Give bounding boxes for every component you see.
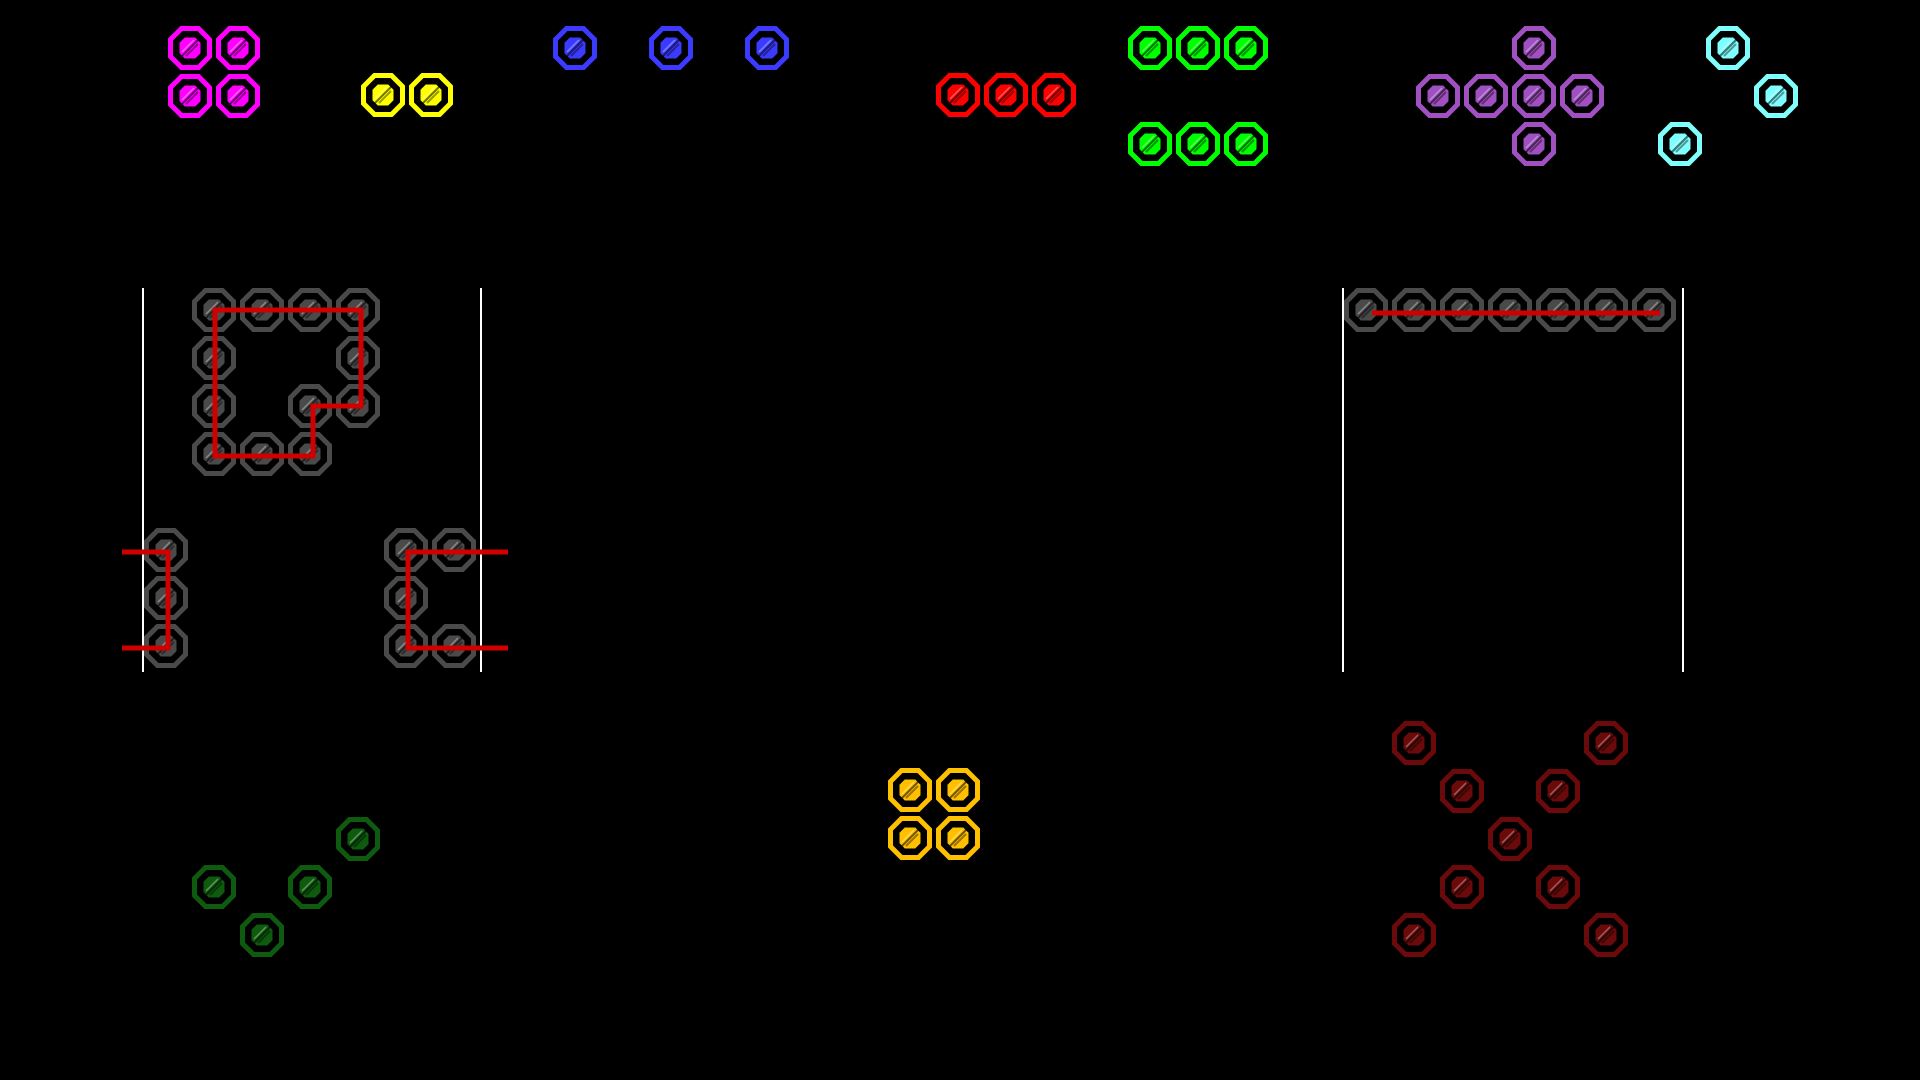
bottom-piece-x-shape[interactable] bbox=[1392, 721, 1628, 957]
piece-cell bbox=[1584, 721, 1628, 765]
tray-piece-square-2x2[interactable] bbox=[168, 26, 260, 118]
piece-cell bbox=[361, 73, 405, 117]
piece-cell bbox=[1512, 122, 1556, 166]
slot-cell bbox=[1344, 288, 1388, 332]
slot-cell bbox=[1584, 288, 1628, 332]
piece-cell bbox=[1512, 74, 1556, 118]
slot-cell bbox=[1392, 288, 1436, 332]
piece-cell bbox=[1754, 74, 1798, 118]
piece-cell bbox=[984, 73, 1028, 117]
piece-cell bbox=[1224, 26, 1268, 70]
slot-cell bbox=[1488, 288, 1532, 332]
tray-piece-spaced-dots[interactable] bbox=[553, 26, 789, 70]
piece-cell bbox=[1512, 26, 1556, 70]
slot-cell bbox=[1536, 288, 1580, 332]
slot-cell bbox=[1440, 288, 1484, 332]
tray-piece-line-3[interactable] bbox=[936, 73, 1076, 117]
bottom-piece-v-shape[interactable] bbox=[192, 817, 380, 957]
piece-cell bbox=[1176, 26, 1220, 70]
slot-cell bbox=[336, 336, 380, 380]
piece-cell bbox=[288, 865, 332, 909]
piece-cell bbox=[1128, 26, 1172, 70]
piece-cell bbox=[216, 26, 260, 70]
bottom-piece-current-square[interactable] bbox=[888, 768, 980, 860]
piece-cell bbox=[936, 73, 980, 117]
piece-cell bbox=[168, 26, 212, 70]
piece-cell bbox=[409, 73, 453, 117]
piece-cell bbox=[649, 26, 693, 70]
piece-cell bbox=[1128, 122, 1172, 166]
right-board-walls bbox=[1342, 288, 1684, 672]
piece-cell bbox=[1488, 817, 1532, 861]
target-outlines-left bbox=[122, 307, 508, 651]
slot-p-shape[interactable] bbox=[192, 288, 380, 476]
piece-cell bbox=[1706, 26, 1750, 70]
piece-cell bbox=[1536, 865, 1580, 909]
tray-piece-double-line-3[interactable] bbox=[1128, 26, 1268, 166]
piece-cell bbox=[336, 817, 380, 861]
piece-cell bbox=[1176, 122, 1220, 166]
piece-cell bbox=[168, 74, 212, 118]
tray-piece-plus-wide[interactable] bbox=[1416, 26, 1604, 166]
slot-top-line[interactable] bbox=[1344, 288, 1676, 332]
tray-piece-diagonal[interactable] bbox=[1658, 26, 1798, 166]
piece-cell bbox=[1658, 122, 1702, 166]
slot-cell bbox=[1632, 288, 1676, 332]
piece-cell bbox=[1464, 74, 1508, 118]
piece-cell bbox=[216, 74, 260, 118]
piece-cell bbox=[745, 26, 789, 70]
piece-cell bbox=[936, 768, 980, 812]
piece-cell bbox=[1416, 74, 1460, 118]
piece-cell bbox=[1440, 769, 1484, 813]
piece-cell bbox=[1560, 74, 1604, 118]
piece-cell bbox=[553, 26, 597, 70]
piece-cell bbox=[1224, 122, 1268, 166]
piece-cell bbox=[240, 913, 284, 957]
piece-cell bbox=[1392, 913, 1436, 957]
piece-cell bbox=[1032, 73, 1076, 117]
piece-cell bbox=[936, 816, 980, 860]
piece-cell bbox=[888, 816, 932, 860]
left-board-walls bbox=[142, 288, 482, 672]
piece-cell bbox=[1440, 865, 1484, 909]
tray-piece-domino[interactable] bbox=[361, 73, 453, 117]
piece-cell bbox=[1584, 913, 1628, 957]
piece-cell bbox=[192, 865, 236, 909]
piece-cell bbox=[1536, 769, 1580, 813]
piece-cell bbox=[888, 768, 932, 812]
piece-cell bbox=[1392, 721, 1436, 765]
